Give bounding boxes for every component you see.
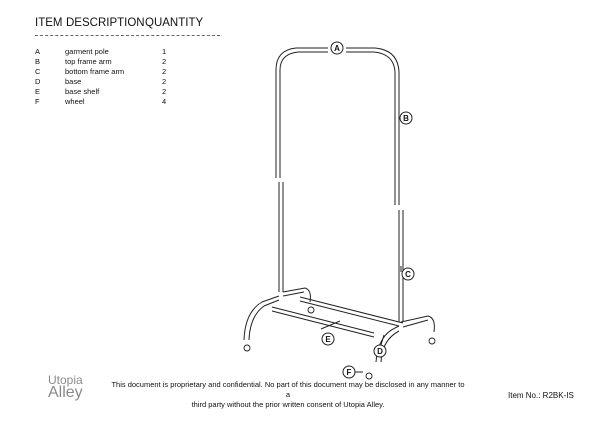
bases	[243, 287, 435, 363]
callout-e: E	[325, 335, 331, 344]
logo-line1: Utopia	[48, 373, 83, 387]
callout-f: F	[347, 368, 352, 377]
confidentiality-notice: This document is proprietary and confide…	[111, 380, 465, 409]
callout-a: A	[334, 44, 340, 53]
header-divider	[35, 35, 220, 36]
wheels	[243, 306, 436, 380]
base-shelf	[271, 296, 404, 338]
callout-d: D	[377, 347, 383, 356]
callout-c: C	[405, 270, 411, 279]
item-number: Item No.: R2BK-IS	[508, 391, 574, 400]
header-item: ITEM	[35, 17, 63, 29]
garment-pole	[275, 47, 400, 205]
callout-circles	[321, 41, 415, 379]
logo-line2: Alley	[48, 384, 83, 401]
callout-b: B	[403, 114, 409, 123]
header-description: DESCRIPTION	[66, 17, 145, 29]
header-quantity: QUANTITY	[145, 17, 204, 29]
lower-poles	[278, 182, 404, 322]
